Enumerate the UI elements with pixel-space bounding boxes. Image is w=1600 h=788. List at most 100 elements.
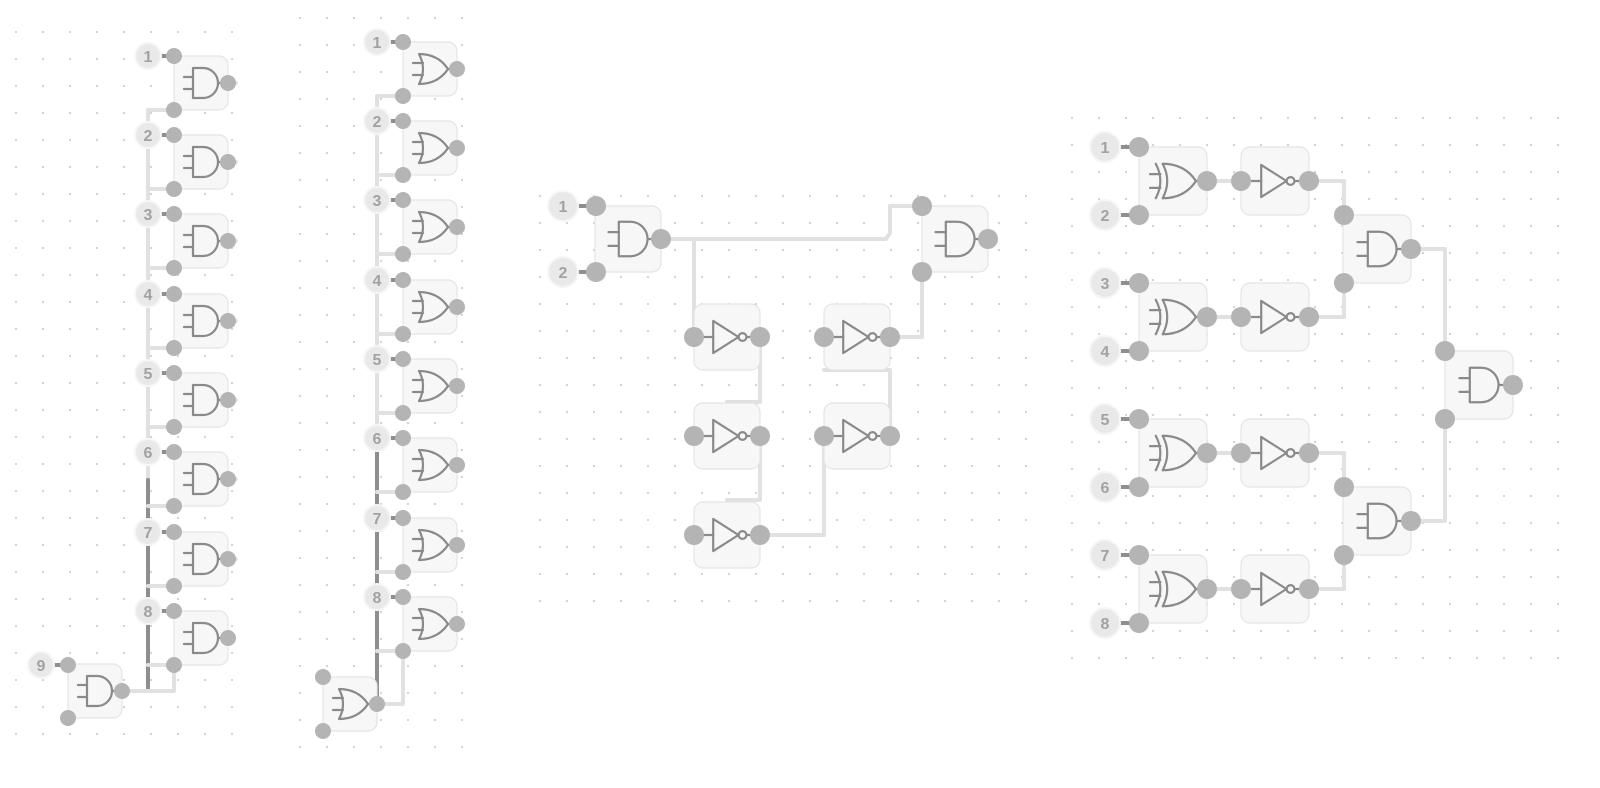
pin[interactable] bbox=[395, 484, 411, 500]
pin[interactable] bbox=[750, 327, 770, 347]
pin[interactable] bbox=[395, 34, 411, 50]
pin[interactable] bbox=[1129, 205, 1149, 225]
pin[interactable] bbox=[166, 524, 182, 540]
pin[interactable] bbox=[166, 286, 182, 302]
pin[interactable] bbox=[1299, 443, 1319, 463]
pin[interactable] bbox=[60, 657, 76, 673]
pin[interactable] bbox=[395, 246, 411, 262]
pin[interactable] bbox=[912, 262, 932, 282]
pin[interactable] bbox=[166, 444, 182, 460]
pin[interactable] bbox=[220, 233, 236, 249]
pin[interactable] bbox=[395, 643, 411, 659]
pin[interactable] bbox=[395, 510, 411, 526]
pin[interactable] bbox=[166, 578, 182, 594]
pin[interactable] bbox=[395, 326, 411, 342]
pin[interactable] bbox=[220, 630, 236, 646]
pin[interactable] bbox=[1129, 273, 1149, 293]
pin[interactable] bbox=[220, 551, 236, 567]
pin[interactable] bbox=[449, 616, 465, 632]
pin[interactable] bbox=[395, 272, 411, 288]
pin[interactable] bbox=[166, 206, 182, 222]
pin[interactable] bbox=[912, 196, 932, 216]
pin[interactable] bbox=[369, 696, 385, 712]
pin[interactable] bbox=[1129, 341, 1149, 361]
pin[interactable] bbox=[684, 426, 704, 446]
pin[interactable] bbox=[395, 88, 411, 104]
pin[interactable] bbox=[1435, 409, 1455, 429]
pin[interactable] bbox=[880, 426, 900, 446]
pin[interactable] bbox=[395, 351, 411, 367]
pin[interactable] bbox=[60, 710, 76, 726]
pin[interactable] bbox=[395, 589, 411, 605]
pin[interactable] bbox=[220, 154, 236, 170]
pin[interactable] bbox=[395, 405, 411, 421]
pin[interactable] bbox=[166, 127, 182, 143]
pin[interactable] bbox=[1435, 341, 1455, 361]
pin[interactable] bbox=[449, 299, 465, 315]
pin[interactable] bbox=[1129, 137, 1149, 157]
pin[interactable] bbox=[1334, 477, 1354, 497]
pin[interactable] bbox=[166, 498, 182, 514]
pin[interactable] bbox=[220, 392, 236, 408]
pin[interactable] bbox=[651, 229, 671, 249]
pin[interactable] bbox=[166, 340, 182, 356]
pin[interactable] bbox=[395, 167, 411, 183]
pin[interactable] bbox=[395, 564, 411, 580]
pin[interactable] bbox=[220, 75, 236, 91]
pin[interactable] bbox=[1231, 307, 1251, 327]
pin[interactable] bbox=[1231, 579, 1251, 599]
pin[interactable] bbox=[750, 525, 770, 545]
pin[interactable] bbox=[880, 327, 900, 347]
pin[interactable] bbox=[586, 262, 606, 282]
pin[interactable] bbox=[1197, 171, 1217, 191]
pin[interactable] bbox=[449, 61, 465, 77]
pin[interactable] bbox=[1299, 307, 1319, 327]
pin[interactable] bbox=[814, 426, 834, 446]
pin[interactable] bbox=[315, 723, 331, 739]
pin[interactable] bbox=[166, 419, 182, 435]
pin[interactable] bbox=[449, 457, 465, 473]
pin[interactable] bbox=[1129, 613, 1149, 633]
pin[interactable] bbox=[978, 229, 998, 249]
pin[interactable] bbox=[1129, 477, 1149, 497]
pin[interactable] bbox=[449, 140, 465, 156]
pin[interactable] bbox=[1334, 545, 1354, 565]
pin[interactable] bbox=[1334, 273, 1354, 293]
pin[interactable] bbox=[1334, 205, 1354, 225]
pin[interactable] bbox=[1197, 443, 1217, 463]
pin[interactable] bbox=[750, 426, 770, 446]
pin[interactable] bbox=[1231, 171, 1251, 191]
pin[interactable] bbox=[1299, 579, 1319, 599]
grid-dot bbox=[997, 194, 1001, 198]
pin[interactable] bbox=[166, 657, 182, 673]
pin[interactable] bbox=[449, 537, 465, 553]
pin[interactable] bbox=[395, 192, 411, 208]
pin[interactable] bbox=[166, 102, 182, 118]
pin[interactable] bbox=[166, 260, 182, 276]
pin[interactable] bbox=[1197, 307, 1217, 327]
pin[interactable] bbox=[166, 48, 182, 64]
pin[interactable] bbox=[586, 196, 606, 216]
pin[interactable] bbox=[1129, 409, 1149, 429]
pin[interactable] bbox=[1129, 545, 1149, 565]
pin[interactable] bbox=[220, 313, 236, 329]
pin[interactable] bbox=[166, 181, 182, 197]
pin[interactable] bbox=[166, 603, 182, 619]
pin[interactable] bbox=[1197, 579, 1217, 599]
pin[interactable] bbox=[449, 378, 465, 394]
pin[interactable] bbox=[220, 471, 236, 487]
pin[interactable] bbox=[684, 525, 704, 545]
pin[interactable] bbox=[1299, 171, 1319, 191]
pin[interactable] bbox=[315, 669, 331, 685]
pin[interactable] bbox=[684, 327, 704, 347]
pin[interactable] bbox=[166, 365, 182, 381]
pin[interactable] bbox=[1401, 511, 1421, 531]
pin[interactable] bbox=[114, 683, 130, 699]
pin[interactable] bbox=[395, 430, 411, 446]
pin[interactable] bbox=[395, 113, 411, 129]
pin[interactable] bbox=[814, 327, 834, 347]
pin[interactable] bbox=[1231, 443, 1251, 463]
pin[interactable] bbox=[1503, 375, 1523, 395]
pin[interactable] bbox=[1401, 239, 1421, 259]
pin[interactable] bbox=[449, 219, 465, 235]
